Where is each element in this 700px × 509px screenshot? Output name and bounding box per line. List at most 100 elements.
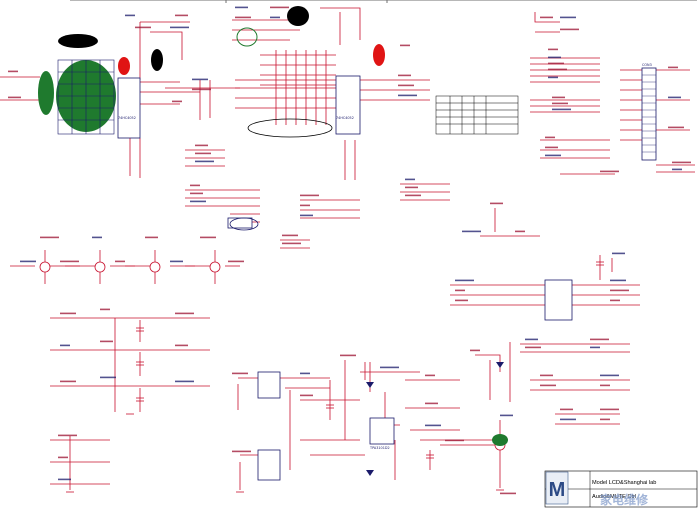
red-mark-1 <box>118 57 130 75</box>
net-label-stub <box>612 252 625 255</box>
net-label-stub <box>455 299 468 302</box>
net-label-stub <box>270 16 280 19</box>
net-label-stub <box>560 408 573 411</box>
net-label-stub <box>175 14 188 17</box>
net-label-stub <box>58 456 68 459</box>
net-label-stub <box>175 344 188 347</box>
net-label-stub <box>500 492 516 495</box>
net-label-stub <box>560 28 579 31</box>
net-label-stub <box>545 136 555 139</box>
net-label-stub <box>600 418 610 421</box>
net-label-stub <box>60 260 79 263</box>
net-label-stub <box>170 260 183 263</box>
logo-box <box>545 471 569 505</box>
net-label-stub <box>425 402 438 405</box>
net-label-stub <box>455 289 465 292</box>
black-mark-2 <box>287 6 309 26</box>
net-label-stub <box>600 408 619 411</box>
net-label-stub <box>232 450 251 453</box>
net-label-stub <box>525 338 538 341</box>
label-con3: CON3 <box>642 63 652 67</box>
net-label-stub <box>548 62 564 65</box>
net-label-stub <box>92 236 102 239</box>
net-label-stub <box>8 96 21 99</box>
label-u102: 74HC4052 <box>336 116 354 120</box>
net-label-stub <box>170 26 189 29</box>
resistor-array <box>57 59 115 135</box>
net-label-stub <box>552 108 571 111</box>
net-label-stub <box>175 380 194 383</box>
label-u101: 74HC4052 <box>118 116 136 120</box>
speaker-connector-left <box>257 371 281 399</box>
ic-labels: 74HC4052 74HC4052 TPA3101D2 CON3 <box>118 63 652 450</box>
net-label-stub <box>115 260 125 263</box>
net-label-stub <box>228 260 244 263</box>
annotation-ring-green <box>236 27 258 47</box>
annotation-oval-small <box>229 217 259 231</box>
net-label-stub <box>60 380 76 383</box>
net-label-stub <box>340 354 356 357</box>
net-label-stub <box>405 194 421 197</box>
net-label-stub <box>545 146 558 149</box>
net-label-stub <box>668 96 681 99</box>
net-label-stub <box>672 161 691 164</box>
net-label-stub <box>195 152 211 155</box>
net-label-stub <box>190 192 203 195</box>
net-label-stub <box>300 214 313 217</box>
net-label-stub <box>455 279 474 282</box>
diodes <box>366 362 504 476</box>
net-label-stub <box>462 230 481 233</box>
net-label-stub <box>20 260 36 263</box>
net-labels <box>8 6 691 495</box>
net-label-stub <box>552 102 568 105</box>
net-label-stub <box>610 279 626 282</box>
net-label-stub <box>515 230 525 233</box>
net-label-stub <box>200 236 216 239</box>
net-label-stub <box>548 76 558 79</box>
net-label-stub <box>600 170 619 173</box>
net-label-stub <box>470 349 480 352</box>
ic-u101 <box>117 77 141 139</box>
net-label-stub <box>195 160 214 163</box>
net-label-stub <box>560 418 576 421</box>
logo-letter: M <box>549 479 566 501</box>
title-block: M Model LCD&Shanghai lab Audio&MUTE Ctrl… <box>544 470 698 508</box>
net-label-stub <box>175 312 194 315</box>
net-label-stub <box>610 289 629 292</box>
net-label-stub <box>610 299 620 302</box>
ic-u104 <box>544 279 573 321</box>
capacitors <box>136 261 604 459</box>
green-mark-3 <box>492 434 508 446</box>
truth-table <box>435 95 519 135</box>
net-label-stub <box>60 312 76 315</box>
net-label-stub <box>590 338 609 341</box>
top-border <box>70 0 697 3</box>
ic-u103 <box>369 417 395 445</box>
net-label-stub <box>560 16 576 19</box>
net-label-stub <box>400 44 410 47</box>
net-label-stub <box>548 48 558 51</box>
net-label-stub <box>548 68 567 71</box>
net-label-stub <box>282 242 301 245</box>
net-label-stub <box>672 168 682 171</box>
net-label-stub <box>58 434 77 437</box>
red-mark-2 <box>373 44 385 66</box>
net-label-stub <box>590 346 600 349</box>
black-mark-1 <box>58 34 98 48</box>
net-label-stub <box>398 74 411 77</box>
net-label-stub <box>490 202 503 205</box>
net-label-stub <box>545 154 561 157</box>
ic-u102 <box>335 75 361 135</box>
net-label-stub <box>190 200 206 203</box>
net-label-stub <box>8 70 18 73</box>
net-label-stub <box>425 374 435 377</box>
net-label-stub <box>500 414 513 417</box>
ground-symbols <box>66 413 504 493</box>
components <box>39 67 657 493</box>
annotation-oval <box>247 118 333 138</box>
watermark-text: 家电维修 <box>600 492 649 507</box>
net-label-stub <box>282 234 298 237</box>
net-label-stub <box>300 394 313 397</box>
net-label-stub <box>405 186 418 189</box>
